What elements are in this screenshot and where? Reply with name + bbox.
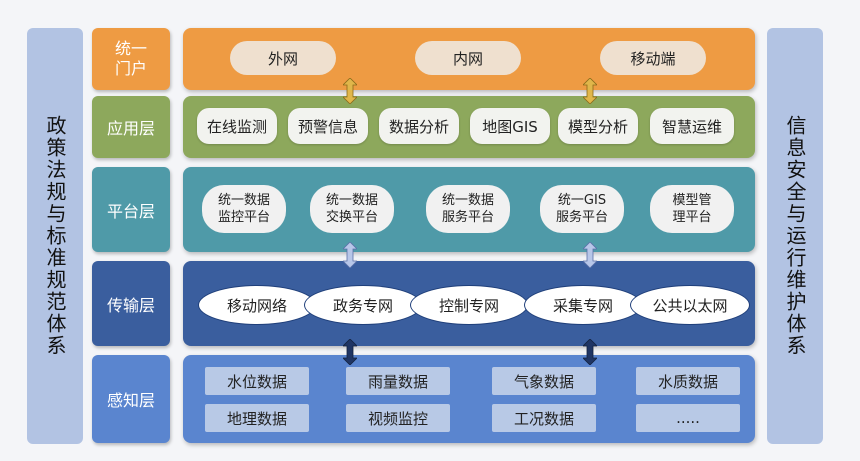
- sensing-item-weather: 气象数据: [492, 367, 596, 395]
- layer-label-portal: 统一 门户: [92, 28, 170, 90]
- arrow-transport-sensing-right: [583, 339, 597, 365]
- policy-standards-label: 政策法规与标准规范体系: [43, 115, 67, 357]
- network-item-collection: 采集专网: [524, 285, 642, 325]
- platform-item-exchange: 统一数据 交换平台: [310, 185, 394, 233]
- network-item-control: 控制专网: [410, 285, 528, 325]
- sensing-item-rainfall: 雨量数据: [346, 367, 450, 395]
- app-item-model-analysis: 模型分析: [558, 108, 638, 144]
- arrow-transport-sensing-left: [343, 339, 357, 365]
- platform-item-monitoring: 统一数据 监控平台: [202, 185, 286, 233]
- sensing-item-working-condition: 工况数据: [492, 404, 596, 432]
- sensing-item-water-level: 水位数据: [205, 367, 309, 395]
- security-operations-system: 信息安全与运行维护体系: [767, 28, 823, 444]
- layer-label-platform: 平台层: [92, 167, 170, 252]
- arrow-platform-transport-right: [583, 242, 597, 268]
- sensing-item-video: 视频监控: [346, 404, 450, 432]
- layer-label-transport: 传输层: [92, 261, 170, 346]
- network-item-government: 政务专网: [304, 285, 422, 325]
- portal-item-mobile: 移动端: [600, 41, 706, 75]
- portal-item-intranet: 内网: [415, 41, 521, 75]
- network-item-mobile: 移动网络: [198, 285, 316, 325]
- layer-label-app: 应用层: [92, 96, 170, 158]
- sensing-item-geographic: 地理数据: [205, 404, 309, 432]
- portal-item-extranet: 外网: [230, 41, 336, 75]
- arrow-portal-app-right: [583, 78, 597, 104]
- network-item-ethernet: 公共以太网: [630, 285, 750, 325]
- app-item-online-monitoring: 在线监测: [197, 108, 277, 144]
- arrow-portal-app-left: [343, 78, 357, 104]
- platform-item-service: 统一数据 服务平台: [426, 185, 510, 233]
- layer-label-sensing: 感知层: [92, 355, 170, 443]
- app-item-warning-info: 预警信息: [288, 108, 368, 144]
- sensing-item-water-quality: 水质数据: [636, 367, 740, 395]
- policy-standards-system: 政策法规与标准规范体系: [27, 28, 83, 444]
- platform-item-model-management: 模型管 理平台: [650, 185, 734, 233]
- security-operations-label: 信息安全与运行维护体系: [783, 115, 807, 357]
- app-item-smart-operations: 智慧运维: [650, 108, 734, 144]
- sensing-item-more: .....: [636, 404, 740, 432]
- app-item-data-analysis: 数据分析: [379, 108, 459, 144]
- arrow-platform-transport-left: [343, 242, 357, 268]
- platform-item-gis-service: 统一GIS 服务平台: [540, 185, 624, 233]
- app-item-map-gis: 地图GIS: [470, 108, 550, 144]
